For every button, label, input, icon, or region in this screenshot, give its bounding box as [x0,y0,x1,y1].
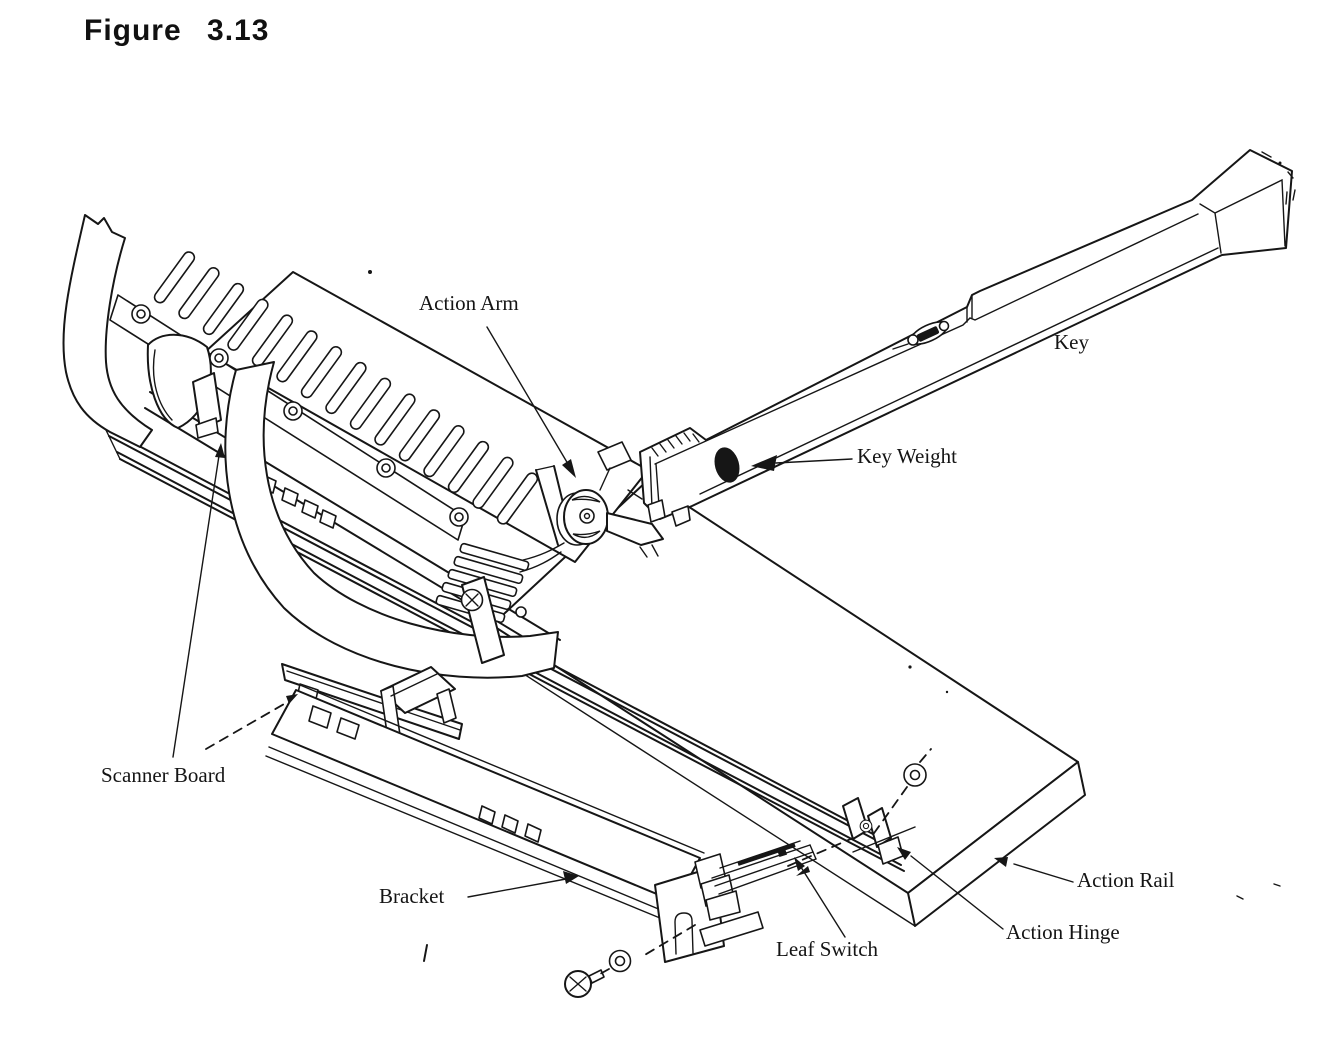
print-specks [368,270,1281,900]
scanner-board-drawing [62,214,649,679]
figure-title: Figure 3.13 [84,14,270,47]
bracket-drawing [265,663,817,963]
leaf-switch-blades [711,840,817,895]
action-rail-drawing [491,479,1086,927]
label-action-rail: Action Rail [1077,868,1175,892]
leader-lines [172,326,1074,938]
label-scanner-board: Scanner Board [101,763,226,787]
key-weight-dot [714,447,740,483]
label-bracket: Bracket [379,884,445,908]
ribbon-cable-end [62,214,153,448]
mounting-screw [564,949,632,998]
key-drawing [627,149,1296,527]
label-action-arm: Action Arm [419,291,519,315]
label-leaf-switch: Leaf Switch [776,937,879,961]
label-action-hinge: Action Hinge [1006,920,1120,944]
label-key-weight: Key Weight [857,444,957,468]
ribbon-cable [224,361,559,679]
label-key: Key [1054,330,1089,354]
key-clip [892,320,950,350]
action-arm-drawing [435,441,664,664]
